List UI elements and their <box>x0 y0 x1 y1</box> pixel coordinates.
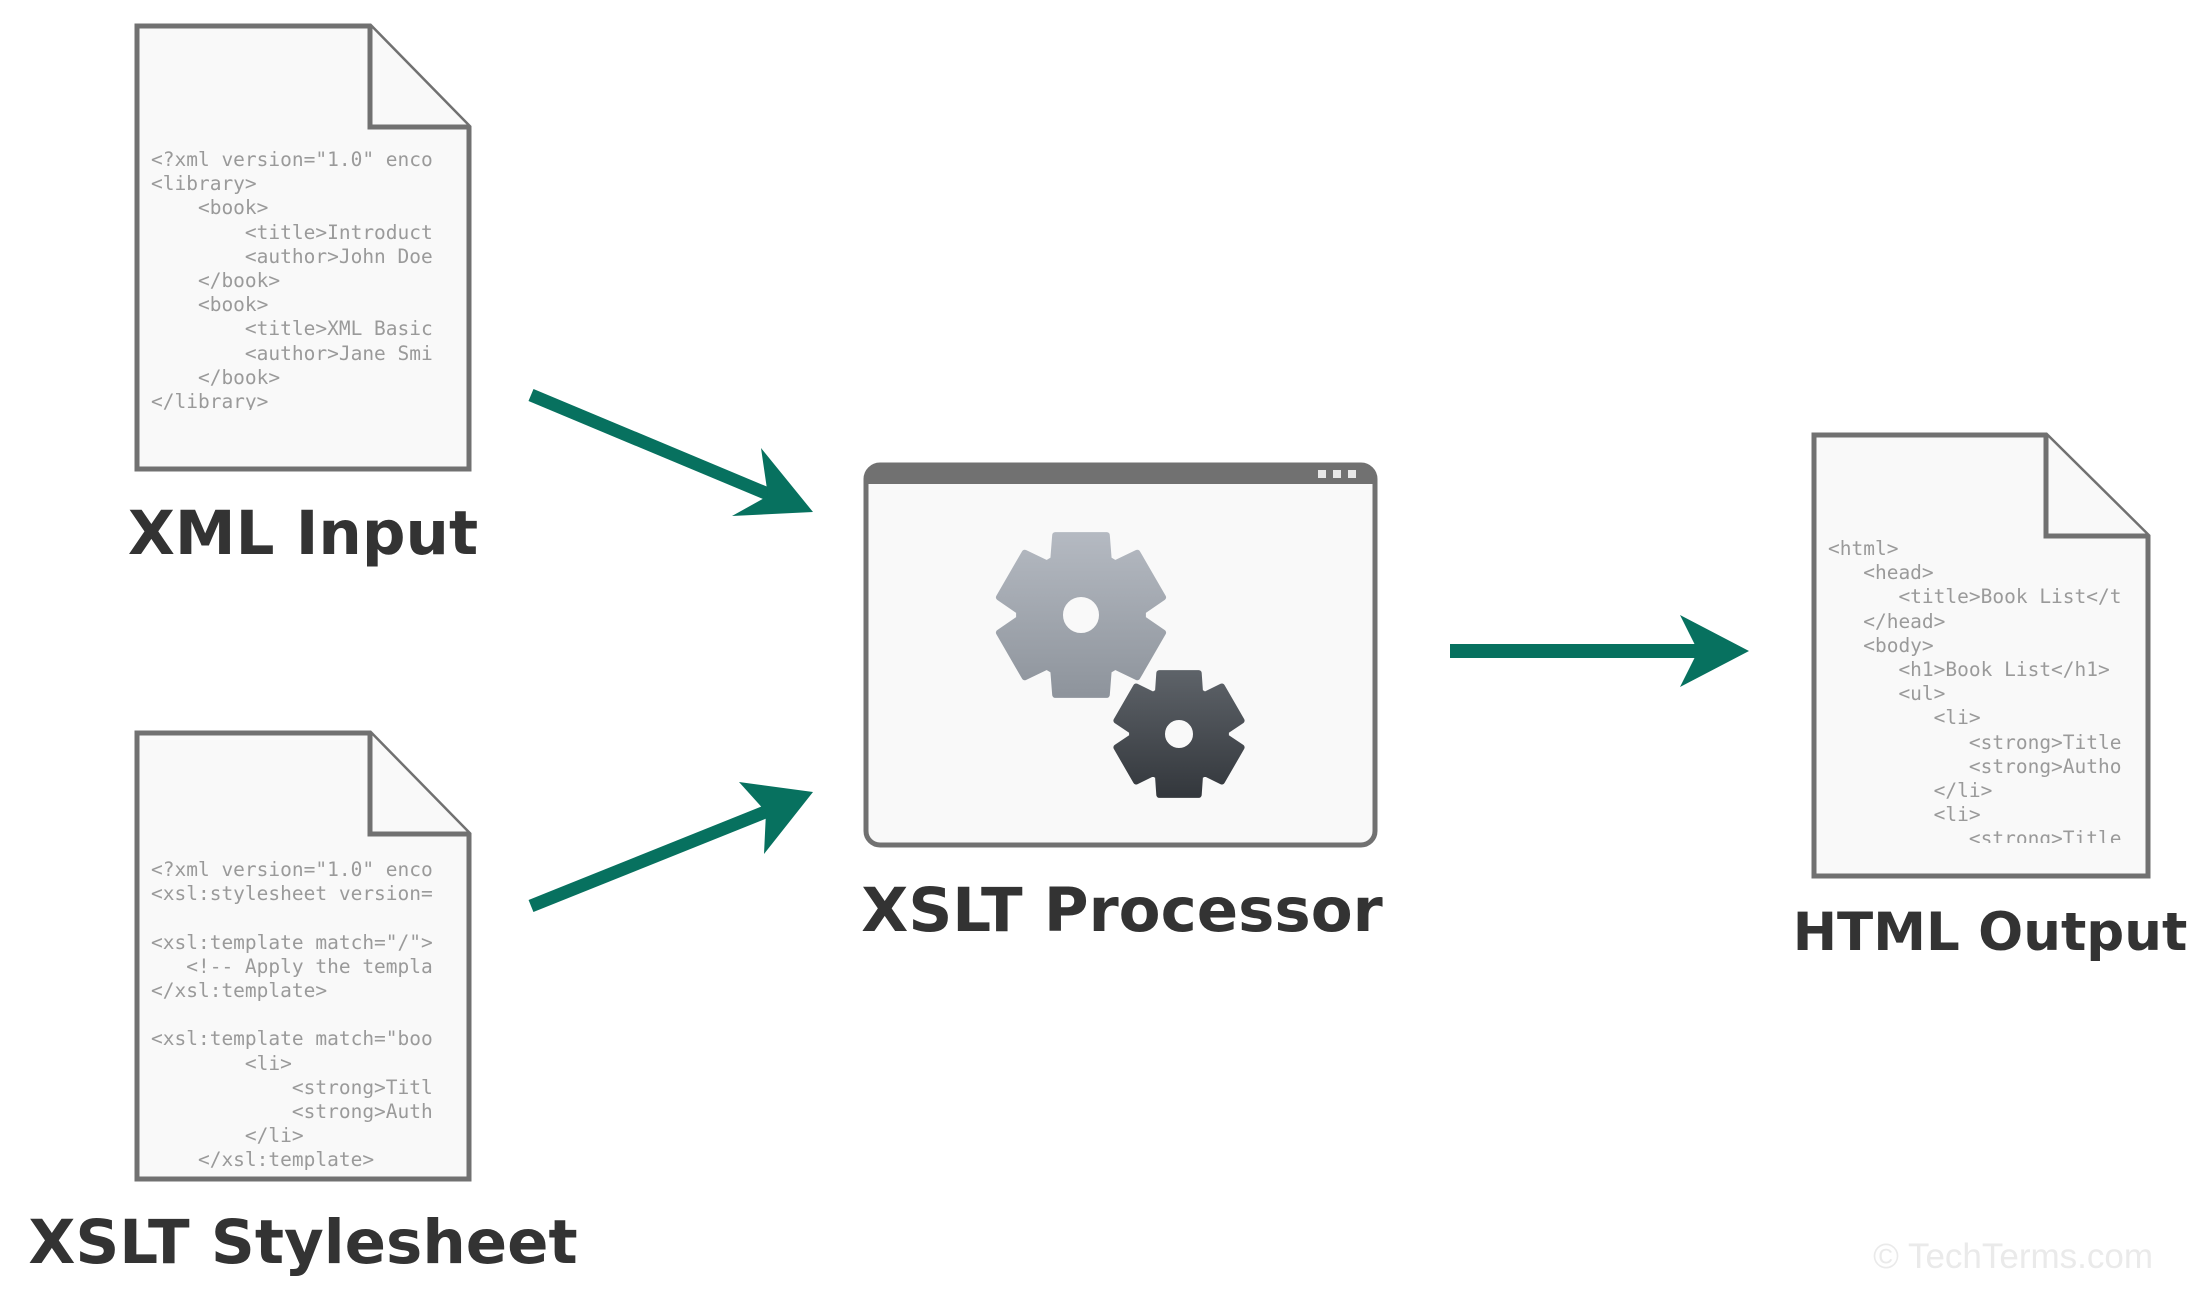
xslt-processor-window <box>863 462 1378 848</box>
arrow-xslt-to-processor <box>528 782 813 913</box>
gear-icon <box>1113 670 1245 798</box>
xslt-code: <?xml version="1.0" enco <xsl:stylesheet… <box>151 858 433 1172</box>
gears-icon <box>995 532 1245 798</box>
window-dot <box>1333 470 1341 478</box>
xml-input-document: <?xml version="1.0" enco <library> <book… <box>134 23 474 473</box>
html-output-document: <html> <head> <title>Book List</t </head… <box>1811 432 2152 880</box>
html-code: <html> <head> <title>Book List</t </head… <box>1828 537 2122 843</box>
xslt-stylesheet-label: XSLT Stylesheet <box>28 1207 578 1278</box>
xml-input-label: XML Input <box>127 498 479 569</box>
document-icon <box>134 23 472 472</box>
document-icon <box>1811 432 2151 879</box>
xml-code: <?xml version="1.0" enco <library> <book… <box>151 148 433 410</box>
gear-icon <box>995 532 1167 698</box>
xslt-processor-label: XSLT Processor <box>861 875 1383 946</box>
arrow-xml-to-processor <box>528 389 813 516</box>
window-dot <box>1318 470 1326 478</box>
window-dot <box>1348 470 1356 478</box>
xslt-stylesheet-document: <?xml version="1.0" enco <xsl:stylesheet… <box>134 730 474 1182</box>
html-output-label: HTML Output <box>1792 902 2188 963</box>
copyright-watermark: © TechTerms.com <box>1873 1237 2153 1276</box>
arrow-processor-to-html <box>1450 615 1749 687</box>
document-icon <box>134 730 472 1182</box>
